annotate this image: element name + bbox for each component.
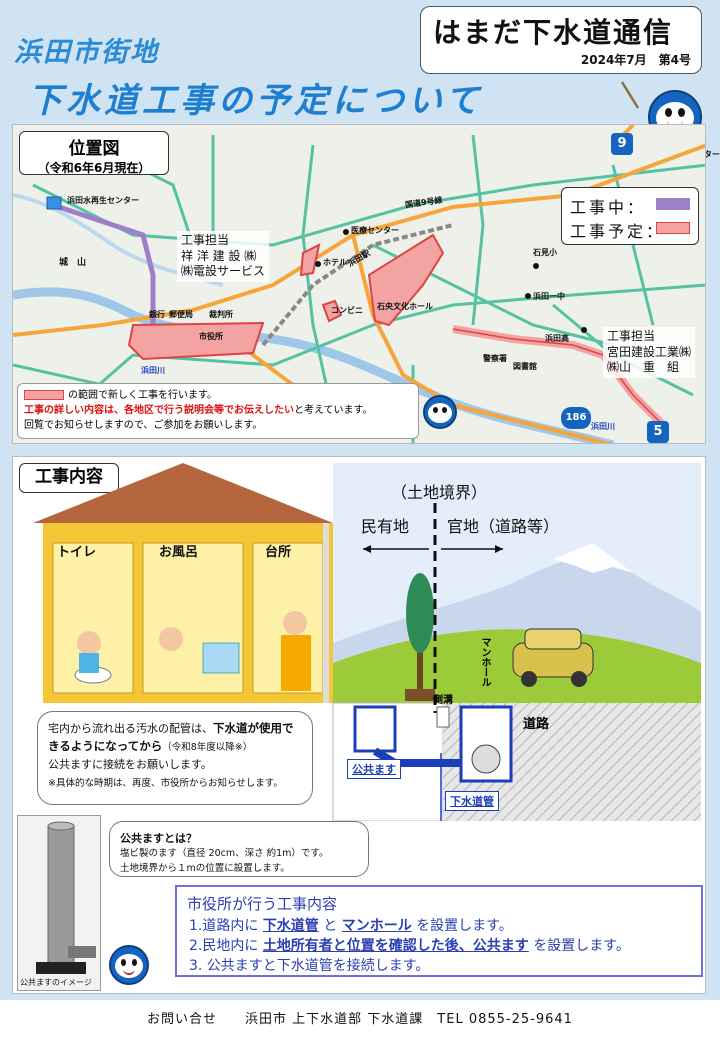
room-label-bath: お風呂: [159, 545, 199, 560]
map-legend: 工事中： 工事予定：: [561, 187, 699, 245]
route-186-shield-icon: 186: [561, 407, 591, 429]
city-work-title: 市役所が行う工事内容: [187, 895, 338, 913]
map-dot-ichichu: [525, 293, 531, 299]
work-content-title: 工事内容: [19, 463, 119, 493]
city-work-line-2: 2.民地内に 土地所有者と位置を確認した後、公共ます を設置します。: [189, 935, 630, 955]
map-label-koko: 浜田高: [545, 334, 569, 343]
callout-main-p1-bold: 下水道が使用できるようになってから: [48, 721, 294, 753]
map-label-culture: 石央文化ホール: [377, 302, 433, 311]
callout-main-p2: 公共ますに接続をお願いします。: [48, 757, 212, 771]
footer-contact: お問い合せ 浜田市 上下水道部 下水道課 TEL 0855-25-9641: [0, 1000, 720, 1040]
city-work-line-3: 3. 公共ますと下水道管を接続します。: [189, 958, 430, 974]
newsletter-title: はまだ下水道通信: [433, 16, 674, 49]
callout-basin-question: 公共ますとは？: [120, 832, 197, 845]
contractor-right-line-2: 宮田建設工業㈱: [607, 344, 692, 359]
notice-swatch: [24, 390, 64, 400]
city-line-1-b: 下水道管: [262, 918, 319, 934]
location-map-date: （令和6年6月現在）: [37, 161, 151, 175]
notice-line-1: の範囲で新しく工事を行います。: [68, 390, 217, 401]
gutter-label: 側溝: [433, 695, 453, 706]
map-label-police: 警察署: [483, 354, 507, 363]
map-label-plant: 浜田水再生センター: [67, 196, 139, 205]
contractor-left-line-1: 工事担当: [181, 233, 230, 247]
road-label: 道路: [523, 717, 550, 732]
route-5-shield-icon: 5: [647, 421, 669, 443]
manhole-label: マンホール: [479, 637, 490, 687]
work-content-panel: 工事内容: [12, 456, 706, 994]
contractor-right-line-3: ㈱山 重 組: [607, 360, 680, 375]
map-label-river-1: 浜田川: [141, 366, 165, 375]
contractor-left-line-2: 祥 洋 建 設 ㈱: [181, 248, 257, 263]
public-land-label: 官地（道路等）: [447, 517, 560, 536]
contractor-left: 工事担当 祥 洋 建 設 ㈱ ㈱電設サービス: [177, 231, 270, 282]
legend-in-progress-swatch: [656, 198, 690, 210]
location-map: 位置図 （令和6年6月現在） 浜田水再生センター 城 山 国道9号線 医療センタ…: [12, 124, 706, 444]
location-map-title: 位置図: [68, 139, 120, 159]
legend-in-progress-label: 工事中：: [570, 198, 647, 217]
contractor-right-line-1: 工事担当: [607, 329, 656, 343]
city-line-2-b: 土地所有者と位置を確認した後、公共ます: [262, 938, 529, 954]
city-line-1-c: と: [323, 918, 338, 934]
city-work-box: 市役所が行う工事内容 1.道路内に 下水道管 と マンホール を設置します。 2…: [175, 885, 703, 977]
legend-planned-swatch: [656, 222, 690, 234]
mascot-map-icon: [423, 395, 457, 429]
map-label-hotel: ホテル: [323, 258, 347, 267]
notice-line-2-rest: と考えています。: [294, 405, 373, 416]
map-dot-medical: [343, 229, 349, 235]
map-label-ichichu: 浜田一中: [533, 292, 565, 301]
boundary-label: （土地境界）: [391, 483, 488, 502]
mascot-bottom-icon: [109, 945, 149, 985]
route-9-shield-icon: 9: [611, 133, 633, 155]
newsletter-header-box: はまだ下水道通信 2024年7月 第4号: [420, 6, 702, 74]
pointer-stick-icon: [620, 81, 640, 109]
city-line-2-c: を設置します。: [533, 938, 630, 954]
public-basin-pipe-icon: [36, 821, 96, 974]
contractor-left-line-3: ㈱電設サービス: [181, 264, 266, 279]
legend-planned-label: 工事予定：: [570, 222, 666, 241]
city-work-line-1: 1.道路内に 下水道管 と マンホール を設置します。: [189, 915, 513, 935]
title-line-2: 下水道工事の予定について: [28, 81, 483, 121]
city-line-1-e: を設置します。: [416, 918, 513, 934]
notice-line-3: 回覧でお知らせしますので、ご参加をお願いします。: [24, 420, 263, 431]
map-notice: の範囲で新しく工事を行います。 工事の詳しい内容は、各地区で行う説明会等でお伝え…: [17, 383, 419, 439]
map-label-castle: 城 山: [59, 258, 87, 268]
newsletter-issue: 2024年7月 第4号: [580, 53, 691, 67]
contractor-right: 工事担当 宮田建設工業㈱ ㈱山 重 組: [603, 327, 696, 378]
public-basin-photo: 公共ますのイメージ: [17, 815, 101, 991]
public-basin-tag: 公共ます: [347, 759, 401, 779]
map-label-conv: コンビニ: [331, 306, 363, 315]
map-dot-koko: [581, 327, 587, 333]
map-label-city-hall: 市役所: [199, 332, 223, 341]
map-label-post: 郵便局: [169, 310, 193, 319]
room-label-toilet: トイレ: [57, 545, 97, 560]
page-title: 浜田市街地 下水道工事の予定について: [14, 30, 483, 122]
city-line-1-d: マンホール: [341, 918, 412, 934]
room-label-kitchen: 台所: [265, 545, 292, 560]
title-line-1: 浜田市街地: [14, 37, 159, 68]
map-label-bank: 銀行: [149, 310, 165, 319]
map-label-library: 図書館: [513, 362, 537, 371]
callout-main-note: ※具体的な時期は、再度、市役所からお知らせします。: [48, 777, 283, 789]
location-map-title-box: 位置図 （令和6年6月現在）: [19, 131, 169, 175]
notice-line-2-red: 工事の詳しい内容は、各地区で行う説明会等でお伝えしたい: [24, 405, 294, 416]
map-label-ishimi: 石見小: [533, 248, 557, 257]
callout-main-p1: 宅内から流れ出る汚水の配管は、: [48, 722, 213, 735]
map-label-court: 裁判所: [209, 310, 233, 319]
photo-caption: 公共ますのイメージ: [20, 978, 92, 987]
city-line-2-a: 2.民地内に: [189, 938, 259, 954]
map-label-river-2: 浜田川: [591, 422, 615, 431]
callout-public-basin: 公共ますとは？ 塩ビ製のます（直径 20cm、深さ 約1m）です。 土地境界から…: [109, 821, 369, 877]
callout-basin-line-2: 土地境界から１mの位置に設置します。: [120, 862, 290, 874]
sewer-pipe-tag: 下水道管: [445, 791, 499, 811]
map-dot-hotel: [315, 261, 321, 267]
callout-house-connection: 宅内から流れ出る汚水の配管は、下水道が使用できるようになってから（令和8年度以降…: [37, 711, 313, 805]
callout-main-p1-small: （令和8年度以降※）: [162, 741, 253, 753]
map-dot-ishimi: [533, 263, 539, 269]
city-line-1-a: 1.道路内に: [189, 918, 259, 934]
map-label-medical: 医療センター: [351, 226, 399, 235]
callout-basin-line-1: 塩ビ製のます（直径 20cm、深さ 約1m）です。: [120, 848, 329, 860]
private-land-label: 民有地: [361, 517, 410, 536]
house-and-road-illustration: [33, 463, 701, 821]
